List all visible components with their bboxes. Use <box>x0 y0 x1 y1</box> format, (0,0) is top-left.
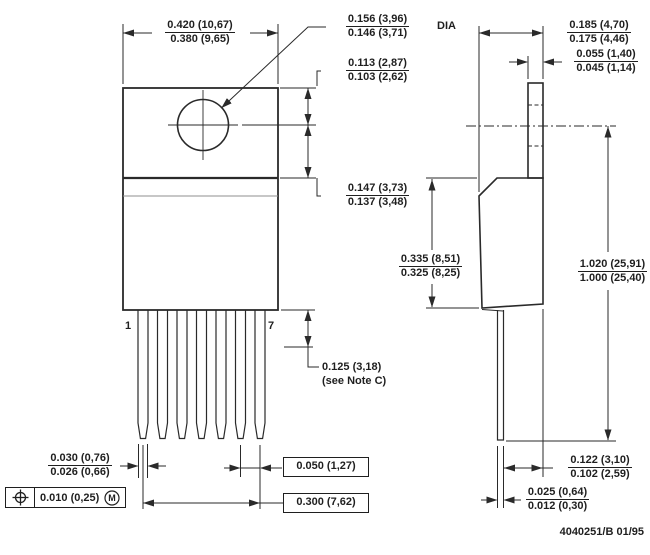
dim-body-thickness-label: 0.185 (4,70) 0.175 (4,46) <box>567 19 631 45</box>
body-side-outline <box>478 177 544 309</box>
lead-1 <box>137 310 149 440</box>
lead-side <box>496 310 505 441</box>
lead-7 <box>254 310 266 440</box>
dim-lead-width-label: 0.030 (0,76) 0.026 (0,66) <box>48 452 112 478</box>
lead-4 <box>195 310 208 440</box>
dim-lead-pitch-box: 0.050 (1,27) <box>283 457 369 477</box>
hole-dia-leader <box>221 26 326 109</box>
body-side-bottom-edge <box>481 309 504 312</box>
lead-3 <box>176 310 188 440</box>
leads-front <box>137 310 266 440</box>
pin1-label: 1 <box>125 320 132 332</box>
lead-2 <box>156 310 169 440</box>
dim-lead-span-box: 0.300 (7,62) <box>283 493 369 513</box>
pin7-label: 7 <box>268 320 275 332</box>
side-view <box>466 82 616 441</box>
dim-hole-diameter-suffix: DIA <box>437 20 456 32</box>
front-view <box>122 87 279 440</box>
body-outline <box>122 87 279 311</box>
dim-tab-top-to-hole-center-label: 0.113 (2,87) 0.103 (2,62) <box>346 57 409 83</box>
lead-5 <box>215 310 227 440</box>
side-dimensions <box>426 26 616 508</box>
dim-lead-thickness-label: 0.025 (0,64) 0.012 (0,30) <box>525 486 590 512</box>
mmc-icon: M <box>104 489 120 506</box>
dim-body-height-below-step-label: 0.335 (8,51) 0.325 (8,25) <box>398 253 463 279</box>
true-position-value: 0.010 (0,25) <box>40 491 100 504</box>
doc-number: 4040251/B 01/95 <box>559 526 644 538</box>
dim-lead-to-back-label: 0.122 (3,10) 0.102 (2,59) <box>568 454 632 480</box>
dim-lead-shoulder-label: 0.125 (3,18) (see Note C) <box>322 361 387 387</box>
true-position-icon <box>6 488 35 507</box>
mounting-hole <box>168 90 238 160</box>
dim-body-width-label: 0.420 (10,67) 0.380 (9,65) <box>165 19 235 45</box>
tab-side <box>527 82 544 179</box>
feature-control-frame: 0.010 (0,25) M <box>5 487 127 508</box>
svg-text:M: M <box>109 493 117 503</box>
front-dimensions <box>120 24 326 509</box>
dim-hole-diameter-label: 0.156 (3,96) 0.146 (3,71) <box>345 13 410 39</box>
dim-tab-thickness-label: 0.055 (1,40) 0.045 (1,14) <box>574 48 638 74</box>
lead-6 <box>234 310 247 440</box>
dim-hole-center-to-step-label: 0.147 (3,73) 0.137 (3,48) <box>345 182 410 208</box>
dim-overall-height-label: 1.020 (25,91) 1.000 (25,40) <box>577 258 648 284</box>
